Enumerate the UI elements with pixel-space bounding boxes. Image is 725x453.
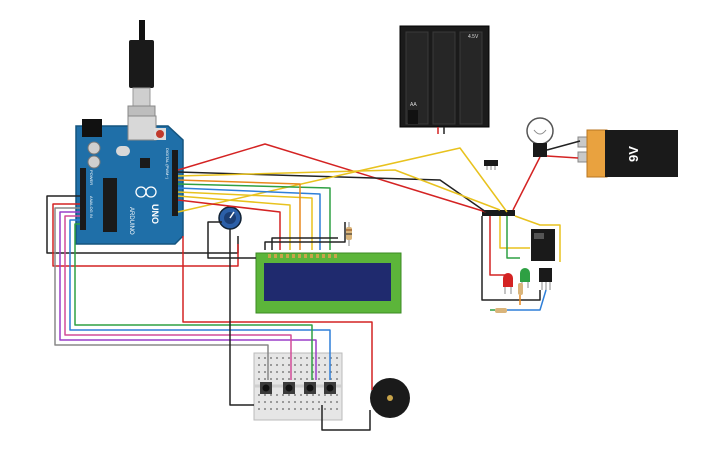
- relay-icon[interactable]: [531, 229, 555, 261]
- arduino-model: UNO: [150, 204, 160, 224]
- arduino-analog-header: ANALOG IN: [89, 196, 94, 218]
- battery-9v-icon[interactable]: 9V: [577, 129, 678, 178]
- buzzer-icon[interactable]: [370, 378, 410, 418]
- arduino-brand: ARDUINO: [128, 207, 134, 235]
- resistor-icon[interactable]: [346, 222, 352, 246]
- transistor-icon[interactable]: [539, 268, 552, 290]
- lcd-icon[interactable]: [255, 252, 402, 314]
- battery-pack-icon[interactable]: 4.5V AA: [399, 25, 490, 134]
- battery-9v-label: 9V: [626, 146, 641, 162]
- arduino-board-icon[interactable]: ARDUINO UNO DIGITAL (PWM~) ANALOG IN POW…: [75, 115, 184, 245]
- terminal-strip-icon[interactable]: [482, 210, 515, 216]
- switch-icon[interactable]: [484, 160, 498, 170]
- pushbutton-icon[interactable]: [260, 382, 336, 394]
- wires: [46, 140, 581, 431]
- battery-pack-model: AA: [410, 102, 417, 108]
- arduino-digital-header: DIGITAL (PWM~): [165, 148, 170, 180]
- led-red-icon[interactable]: [503, 273, 513, 294]
- arduino-power-header: POWER: [89, 170, 94, 185]
- resistor-right-icon[interactable]: [495, 283, 523, 313]
- usb-plug-icon[interactable]: [127, 20, 156, 119]
- potentiometer-icon[interactable]: [218, 206, 242, 230]
- battery-pack-voltage: 4.5V: [468, 34, 479, 40]
- lightbulb-icon[interactable]: [526, 117, 554, 157]
